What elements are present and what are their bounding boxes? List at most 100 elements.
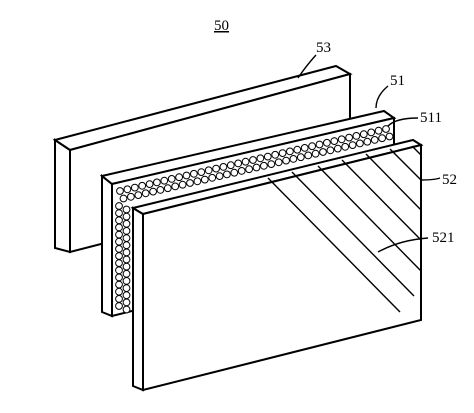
border-circle bbox=[256, 154, 265, 163]
border-circle bbox=[348, 141, 357, 150]
border-circle bbox=[319, 148, 327, 156]
border-circle bbox=[122, 291, 131, 300]
border-circle bbox=[370, 136, 379, 144]
border-circle bbox=[226, 161, 235, 170]
border-circle bbox=[249, 156, 257, 164]
border-circle bbox=[115, 295, 123, 303]
hatch-line bbox=[365, 153, 422, 211]
border-circle bbox=[175, 173, 184, 182]
border-circle bbox=[315, 140, 324, 149]
border-circle bbox=[367, 128, 376, 137]
border-circle bbox=[293, 145, 302, 154]
border-circle bbox=[115, 223, 123, 232]
border-circle bbox=[363, 137, 372, 146]
hatch-line bbox=[389, 148, 422, 181]
border-circle bbox=[289, 155, 298, 163]
border-circle bbox=[149, 187, 158, 196]
label-511: 511 bbox=[420, 110, 442, 126]
circle-border bbox=[115, 125, 394, 314]
border-circle bbox=[252, 163, 261, 172]
border-circle bbox=[323, 138, 331, 147]
border-circle bbox=[171, 182, 180, 191]
border-circle bbox=[267, 160, 276, 169]
border-circle bbox=[385, 132, 394, 141]
border-circle bbox=[122, 305, 131, 314]
border-circle bbox=[186, 179, 194, 187]
border-circle bbox=[122, 205, 131, 214]
border-circle bbox=[330, 137, 339, 146]
border-circle bbox=[138, 181, 147, 190]
border-circle bbox=[115, 252, 123, 260]
border-circle bbox=[341, 142, 350, 151]
border-circle bbox=[122, 262, 131, 271]
hatch-line bbox=[267, 177, 401, 313]
border-circle bbox=[282, 156, 291, 165]
border-circle bbox=[208, 173, 217, 182]
border-circle bbox=[115, 259, 123, 268]
border-circle bbox=[333, 144, 342, 153]
border-circle bbox=[245, 165, 254, 174]
border-circle bbox=[212, 164, 221, 173]
border-circle bbox=[234, 159, 243, 168]
border-circle bbox=[122, 255, 131, 264]
border-circle bbox=[311, 149, 320, 158]
border-circle bbox=[193, 177, 202, 186]
border-circle bbox=[115, 280, 123, 289]
border-circle bbox=[119, 194, 128, 203]
border-circle bbox=[122, 248, 131, 257]
leader-51 bbox=[375, 85, 389, 109]
border-circle bbox=[115, 245, 123, 253]
border-circle bbox=[296, 153, 305, 162]
border-circle bbox=[271, 150, 280, 159]
border-circle bbox=[126, 192, 135, 201]
border-circle bbox=[182, 171, 191, 180]
border-circle bbox=[304, 151, 313, 160]
border-circle bbox=[230, 168, 239, 177]
front-panel-face bbox=[142, 143, 422, 392]
border-circle bbox=[156, 186, 165, 194]
border-circle bbox=[356, 139, 364, 148]
border-circle bbox=[352, 132, 361, 140]
border-circle bbox=[260, 161, 268, 170]
border-circle bbox=[241, 157, 250, 166]
border-circle bbox=[141, 189, 150, 198]
border-circle bbox=[115, 266, 123, 275]
border-circle bbox=[278, 149, 287, 158]
border-circle bbox=[326, 146, 335, 155]
border-circle bbox=[130, 183, 139, 192]
border-circle bbox=[190, 169, 198, 178]
leader-lines bbox=[297, 54, 441, 253]
border-circle bbox=[215, 172, 224, 181]
front-panel-side bbox=[132, 206, 144, 392]
border-circle bbox=[337, 135, 346, 144]
figure-number: 50 bbox=[214, 18, 229, 34]
leader-52 bbox=[420, 177, 441, 181]
border-circle bbox=[115, 209, 123, 218]
border-circle bbox=[115, 273, 123, 282]
hatch-line bbox=[411, 145, 422, 156]
border-circle bbox=[345, 133, 354, 142]
border-circle bbox=[122, 234, 131, 243]
border-circle bbox=[115, 202, 123, 210]
hatching bbox=[267, 145, 422, 313]
label-521: 521 bbox=[432, 230, 455, 246]
border-circle bbox=[122, 284, 131, 293]
border-circle bbox=[122, 227, 131, 235]
leader-511 bbox=[387, 117, 419, 127]
border-circle bbox=[167, 175, 176, 183]
border-circle bbox=[204, 166, 213, 175]
border-circle bbox=[122, 269, 131, 278]
border-circle bbox=[122, 219, 131, 228]
border-circle bbox=[115, 230, 123, 239]
back-panel-side bbox=[54, 138, 71, 254]
border-circle bbox=[122, 241, 131, 250]
border-circle bbox=[122, 298, 131, 307]
border-circle bbox=[308, 142, 317, 151]
border-circle bbox=[382, 125, 390, 133]
border-circle bbox=[359, 130, 368, 139]
middle-panel-side bbox=[101, 173, 113, 318]
border-circle bbox=[378, 134, 387, 143]
border-circle bbox=[178, 180, 187, 189]
border-circle bbox=[300, 144, 309, 152]
border-circle bbox=[163, 184, 172, 193]
